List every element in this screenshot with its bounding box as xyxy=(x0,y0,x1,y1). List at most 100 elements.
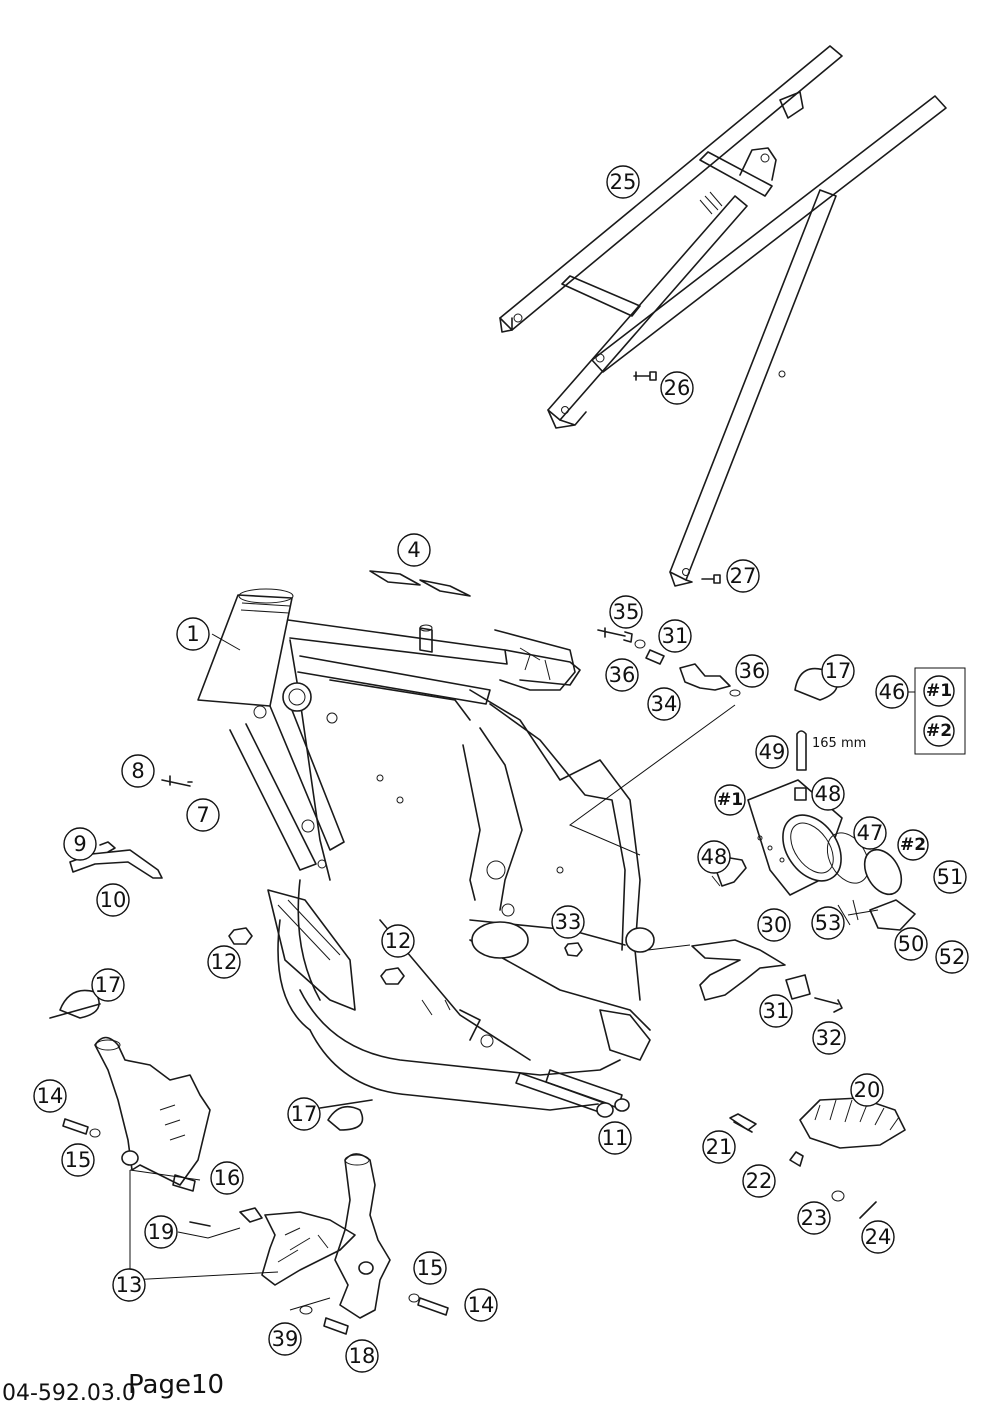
callout-50: 50 xyxy=(894,927,928,961)
callout-24: 24 xyxy=(861,1220,895,1254)
svg-text:12: 12 xyxy=(211,950,238,974)
svg-text:27: 27 xyxy=(730,564,757,588)
variant-2-cap: #2 xyxy=(897,829,929,861)
svg-text:17: 17 xyxy=(95,973,122,997)
callout-31-upper: 31 xyxy=(658,619,692,653)
callout-31-lower: 31 xyxy=(759,994,793,1028)
callout-9: 9 xyxy=(63,827,97,861)
svg-text:21: 21 xyxy=(706,1135,733,1159)
svg-text:7: 7 xyxy=(196,803,209,827)
svg-text:39: 39 xyxy=(272,1327,299,1351)
footrest-part xyxy=(799,1097,906,1149)
callout-18: 18 xyxy=(345,1339,379,1373)
callout-48-lower: 48 xyxy=(697,840,731,874)
callout-20: 20 xyxy=(850,1073,884,1107)
svg-text:14: 14 xyxy=(37,1084,64,1108)
svg-text:51: 51 xyxy=(937,865,964,889)
callout-25: 25 xyxy=(606,165,640,199)
svg-text:48: 48 xyxy=(701,845,728,869)
callout-32: 32 xyxy=(812,1021,846,1055)
dimension-label: 165 mm xyxy=(812,736,866,751)
svg-text:#1: #1 xyxy=(717,790,743,810)
variant-box xyxy=(908,667,966,755)
leader-lines xyxy=(129,633,879,1311)
callout-10: 10 xyxy=(96,883,130,917)
callout-52: 52 xyxy=(935,940,969,974)
svg-text:#2: #2 xyxy=(926,721,952,741)
callout-49: 49 xyxy=(755,735,789,769)
svg-text:13: 13 xyxy=(116,1273,143,1297)
variant-1-box: #1 xyxy=(923,675,955,707)
callout-51: 51 xyxy=(933,860,967,894)
frame-protector-right xyxy=(334,1153,391,1319)
svg-text:9: 9 xyxy=(73,832,86,856)
callout-33: 33 xyxy=(551,905,585,939)
callout-36-right: 36 xyxy=(735,654,769,688)
svg-text:33: 33 xyxy=(555,910,582,934)
variant-2-box: #2 xyxy=(923,715,955,747)
svg-text:24: 24 xyxy=(865,1225,892,1249)
svg-text:10: 10 xyxy=(100,888,127,912)
svg-text:36: 36 xyxy=(609,663,636,687)
svg-text:47: 47 xyxy=(857,821,884,845)
callout-23: 23 xyxy=(797,1201,831,1235)
svg-text:26: 26 xyxy=(664,376,691,400)
svg-text:48: 48 xyxy=(815,782,842,806)
callout-53: 53 xyxy=(811,906,845,940)
callout-12-center: 12 xyxy=(381,924,415,958)
callout-22: 22 xyxy=(742,1164,776,1198)
callout-46: 46 xyxy=(875,675,909,709)
callout-14-left: 14 xyxy=(33,1079,67,1113)
callout-15-right: 15 xyxy=(413,1251,447,1285)
callout-48-upper: 48 xyxy=(811,777,845,811)
subframe-part xyxy=(499,45,947,587)
callout-16: 16 xyxy=(210,1161,244,1195)
frame-protector-left xyxy=(94,1036,211,1186)
small-parts xyxy=(49,627,877,1335)
svg-text:52: 52 xyxy=(939,945,966,969)
svg-text:17: 17 xyxy=(825,659,852,683)
svg-text:25: 25 xyxy=(610,170,637,194)
callout-7: 7 xyxy=(186,798,220,832)
svg-text:19: 19 xyxy=(148,1220,175,1244)
svg-text:35: 35 xyxy=(613,600,640,624)
bolt-27 xyxy=(701,574,721,584)
svg-text:14: 14 xyxy=(468,1293,495,1317)
svg-text:18: 18 xyxy=(349,1344,376,1368)
svg-text:46: 46 xyxy=(879,680,906,704)
callout-15-left: 15 xyxy=(61,1143,95,1177)
main-frame-part xyxy=(197,588,655,1111)
svg-text:15: 15 xyxy=(65,1148,92,1172)
callout-34: 34 xyxy=(647,687,681,721)
svg-text:11: 11 xyxy=(602,1126,629,1150)
svg-text:30: 30 xyxy=(761,913,788,937)
svg-text:16: 16 xyxy=(214,1166,241,1190)
callout-19: 19 xyxy=(144,1215,178,1249)
callout-12-left: 12 xyxy=(207,945,241,979)
callout-11: 11 xyxy=(598,1121,632,1155)
bolt-26 xyxy=(633,371,657,381)
svg-text:4: 4 xyxy=(407,538,420,562)
svg-text:#1: #1 xyxy=(926,681,952,701)
chain-guard-part xyxy=(239,1207,356,1286)
svg-text:22: 22 xyxy=(746,1169,773,1193)
svg-text:31: 31 xyxy=(662,624,689,648)
callout-13: 13 xyxy=(112,1268,146,1302)
callout-17-upper: 17 xyxy=(821,654,855,688)
cylinder-assembly xyxy=(747,779,916,931)
callout-1: 1 xyxy=(176,617,210,651)
svg-text:32: 32 xyxy=(816,1026,843,1050)
svg-text:12: 12 xyxy=(385,929,412,953)
svg-text:23: 23 xyxy=(801,1206,828,1230)
callout-30: 30 xyxy=(757,908,791,942)
page-label: Page10 xyxy=(128,1370,224,1400)
drawing-number: 04-592.03.0 xyxy=(2,1381,136,1406)
svg-text:15: 15 xyxy=(417,1256,444,1280)
callout-8: 8 xyxy=(121,754,155,788)
callout-47: 47 xyxy=(853,816,887,850)
svg-text:8: 8 xyxy=(131,759,144,783)
svg-text:31: 31 xyxy=(763,999,790,1023)
svg-text:36: 36 xyxy=(739,659,766,683)
svg-text:#2: #2 xyxy=(900,835,926,855)
